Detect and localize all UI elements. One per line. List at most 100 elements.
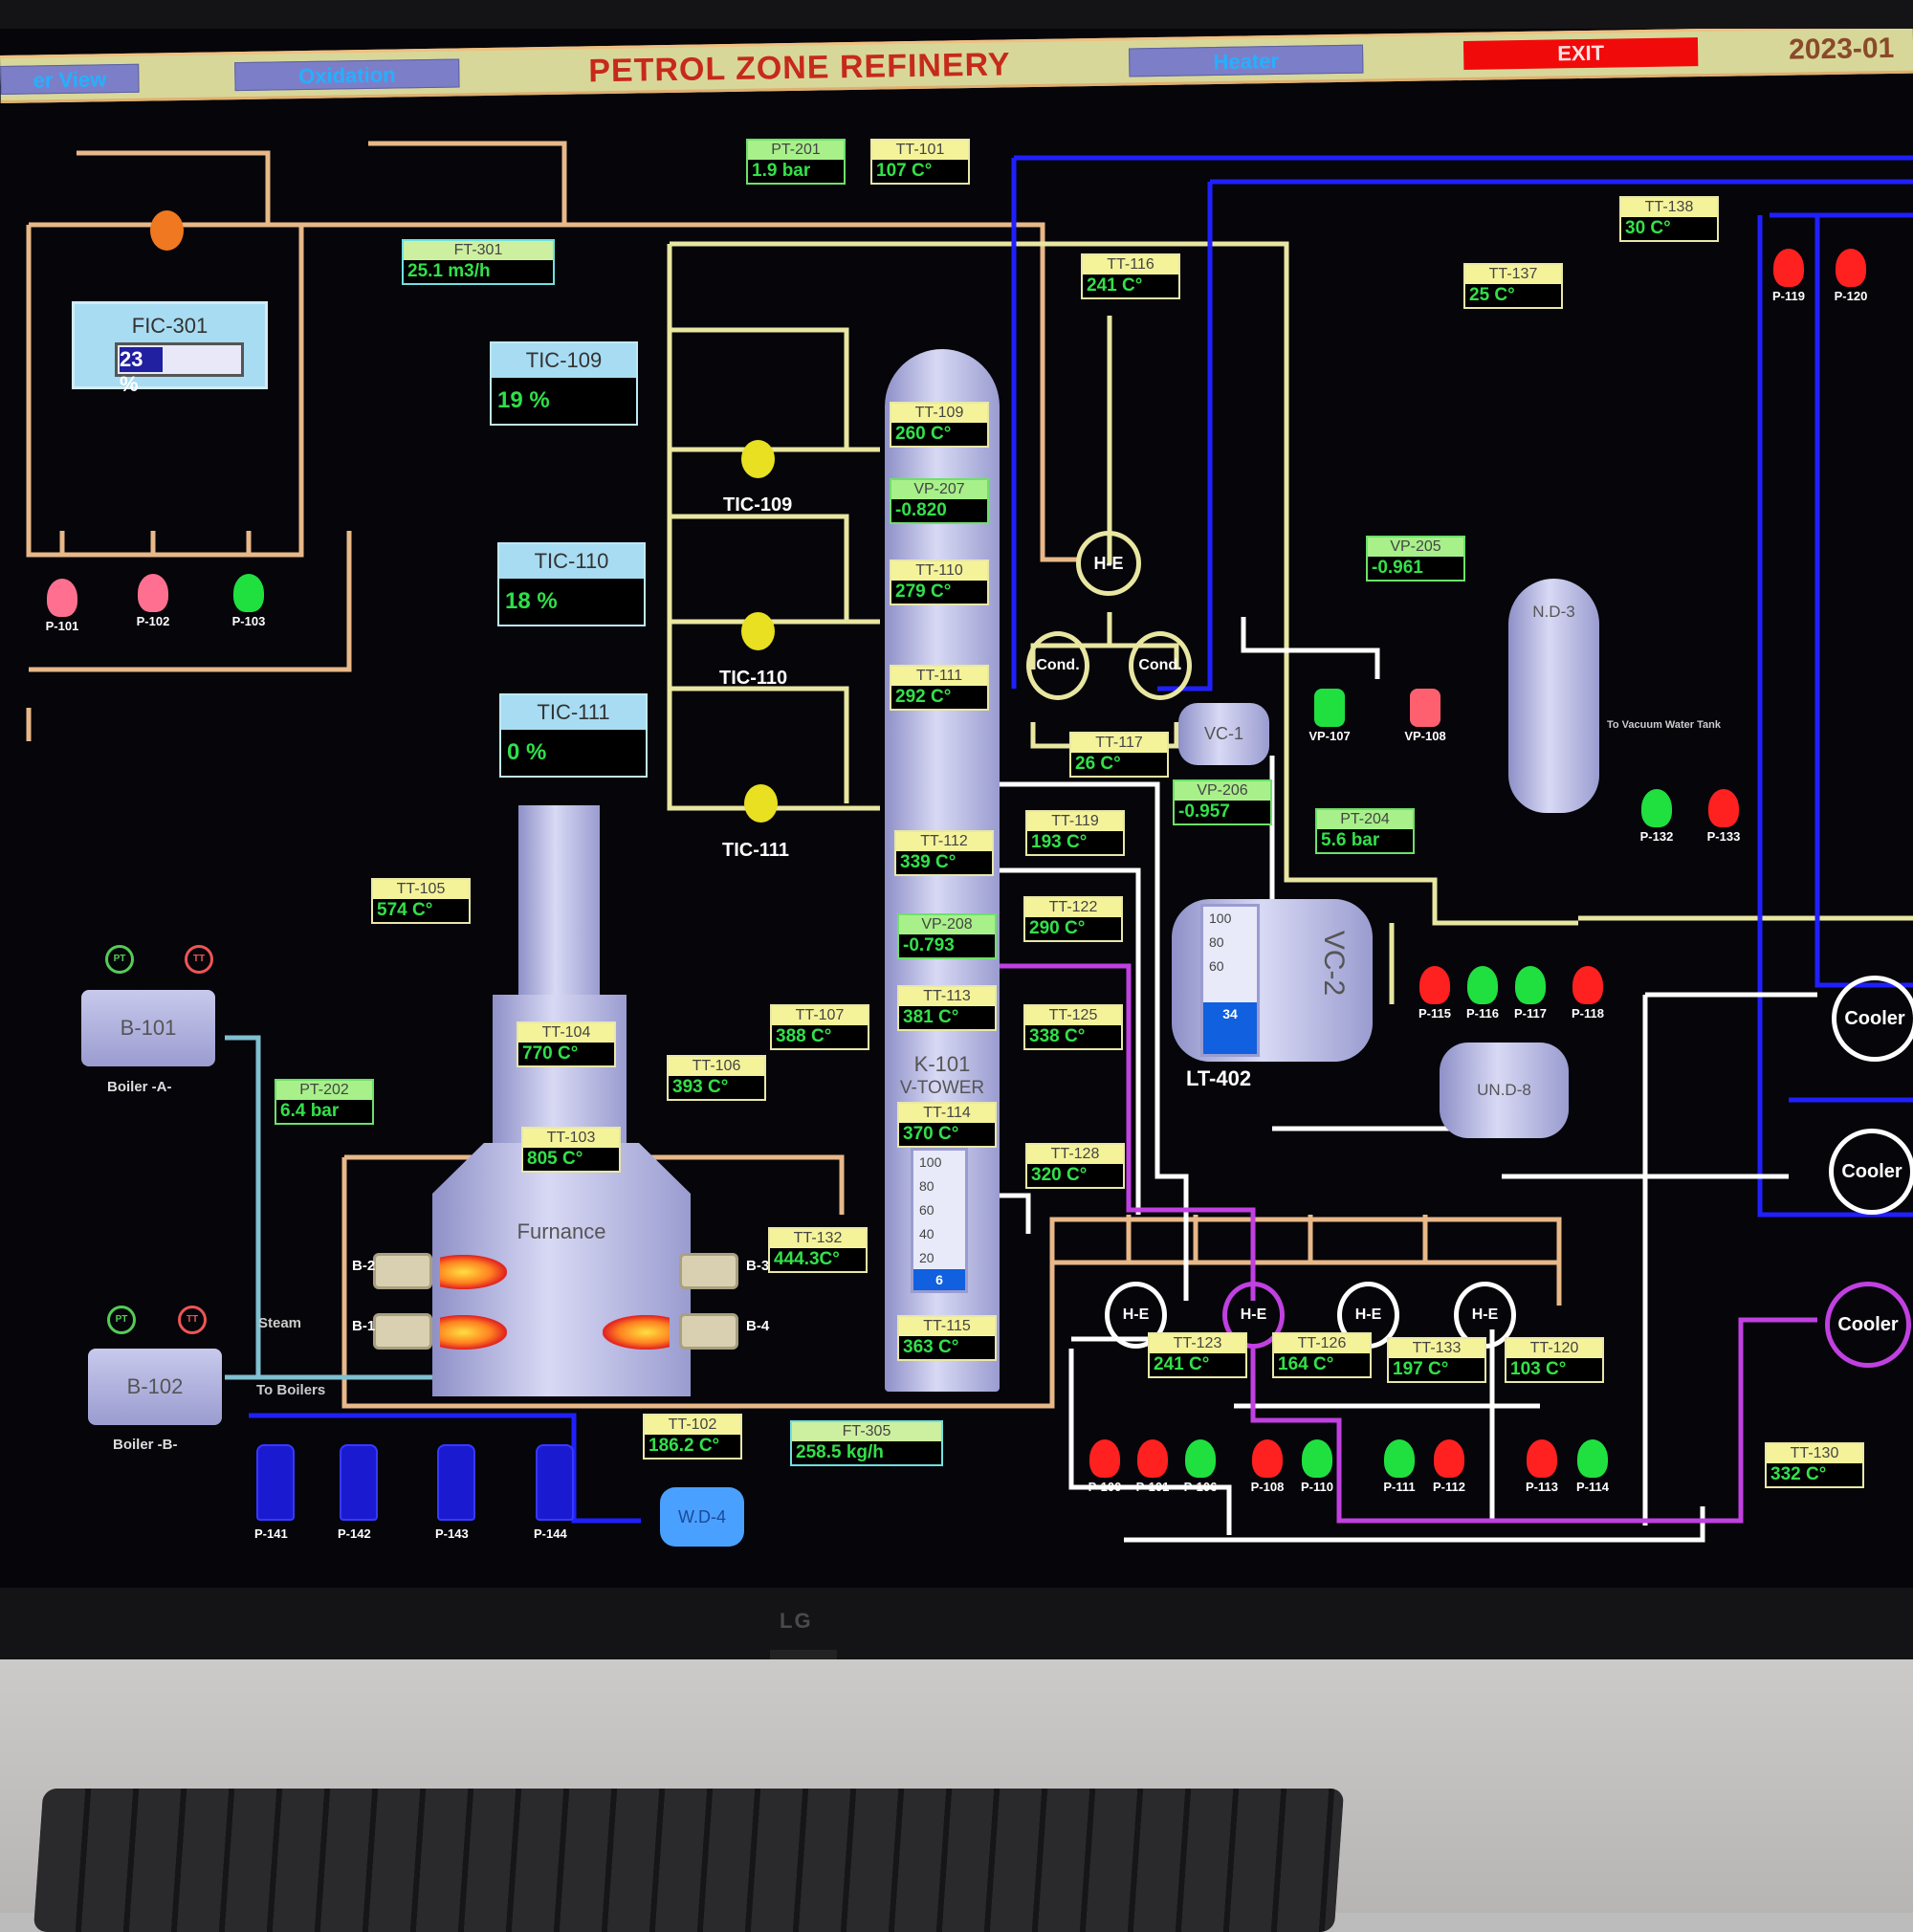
pump-label: P-141 — [254, 1526, 288, 1541]
pump[interactable]: P-120 — [1832, 249, 1870, 303]
pump[interactable]: P-101 — [1133, 1439, 1172, 1494]
cooler-1[interactable]: Cooler — [1832, 976, 1913, 1062]
pump[interactable]: P-106 — [1181, 1439, 1220, 1494]
tag-vp208[interactable]: VP-208-0.793 — [897, 913, 997, 959]
cooler-3[interactable]: Cooler — [1825, 1282, 1911, 1368]
valve-tic-110-label: TIC-110 — [719, 668, 788, 689]
pump[interactable]: P-117 — [1511, 966, 1550, 1021]
pump[interactable]: P-119 — [1770, 249, 1808, 303]
gauge-tick: 100 — [1209, 911, 1232, 926]
burner-b3[interactable] — [679, 1253, 738, 1289]
tag-vp207[interactable]: VP-207-0.820 — [890, 478, 989, 524]
pump[interactable]: P-110 — [1298, 1439, 1336, 1494]
nav-overview-button[interactable]: er View — [0, 63, 140, 95]
boiler-feed-pump[interactable]: P-143 — [435, 1444, 475, 1541]
heat-exchanger[interactable]: H-E — [1076, 531, 1141, 596]
pump[interactable]: P-113 — [1523, 1439, 1561, 1494]
burner-b4[interactable] — [679, 1313, 738, 1350]
pump[interactable]: P-111 — [1380, 1439, 1418, 1494]
pump[interactable]: P-100 — [1086, 1439, 1124, 1494]
cooler-2[interactable]: Cooler — [1829, 1129, 1913, 1215]
burner-b1[interactable] — [373, 1313, 432, 1350]
w-d-4-vessel[interactable]: W.D-4 — [660, 1487, 744, 1547]
vacuum-pump[interactable]: VP-108 — [1404, 689, 1446, 743]
pump[interactable]: P-101 — [43, 579, 81, 633]
burner-b2[interactable] — [373, 1253, 432, 1289]
nav-heater-button[interactable]: Heater — [1129, 44, 1364, 77]
control-valve-icon[interactable] — [150, 210, 184, 251]
n-d-3-vessel[interactable]: N.D-3 — [1508, 579, 1599, 813]
control-valve-icon[interactable] — [744, 784, 778, 823]
pump[interactable]: P-115 — [1416, 966, 1454, 1021]
pump[interactable]: P-102 — [134, 574, 172, 628]
vacuum-pump[interactable]: VP-107 — [1308, 689, 1351, 743]
control-valve-icon[interactable] — [741, 612, 775, 650]
tag-name: TT-138 — [1621, 198, 1717, 217]
to-boilers-label: To Boilers — [256, 1382, 326, 1398]
vc-1-vessel[interactable]: VC-1 — [1178, 703, 1269, 765]
pump[interactable]: P-133 — [1704, 789, 1743, 844]
boiler-feed-pump[interactable]: P-142 — [338, 1444, 378, 1541]
exit-button[interactable]: EXIT — [1462, 37, 1699, 70]
pump[interactable]: P-116 — [1463, 966, 1502, 1021]
condenser-1[interactable]: Cond. — [1026, 631, 1089, 700]
fic-301-value: 23 % — [120, 347, 163, 396]
tag-vp205[interactable]: VP-205-0.961 — [1366, 536, 1465, 582]
tag-vp206[interactable]: VP-206-0.957 — [1173, 779, 1272, 825]
heat-exchanger[interactable]: H-E — [1222, 1282, 1285, 1349]
pump[interactable]: P-118 — [1569, 966, 1607, 1021]
pump[interactable]: P-114 — [1573, 1439, 1612, 1494]
boiler-b101[interactable]: B-101 — [81, 990, 215, 1066]
condenser-2[interactable]: Cond. — [1129, 631, 1192, 700]
fic-301-controller[interactable]: FIC-301 23 % — [72, 301, 268, 396]
boiler-b102[interactable]: B-102 — [88, 1349, 222, 1425]
boiler-feed-pump[interactable]: P-144 — [534, 1444, 574, 1541]
pump[interactable]: P-108 — [1248, 1439, 1286, 1494]
pump[interactable]: P-132 — [1638, 789, 1676, 844]
boiler-feed-pump[interactable]: P-141 — [254, 1444, 295, 1541]
pump[interactable]: P-103 — [230, 574, 268, 628]
pump[interactable]: P-112 — [1430, 1439, 1468, 1494]
control-valve-icon[interactable] — [741, 440, 775, 478]
nav-oxidation-button[interactable]: Oxidation — [234, 58, 460, 92]
un-d-8-vessel[interactable]: UN.D-8 — [1440, 1043, 1569, 1138]
heat-exchanger[interactable]: H-E — [1105, 1282, 1167, 1349]
tag-name: FT-301 — [404, 241, 553, 260]
